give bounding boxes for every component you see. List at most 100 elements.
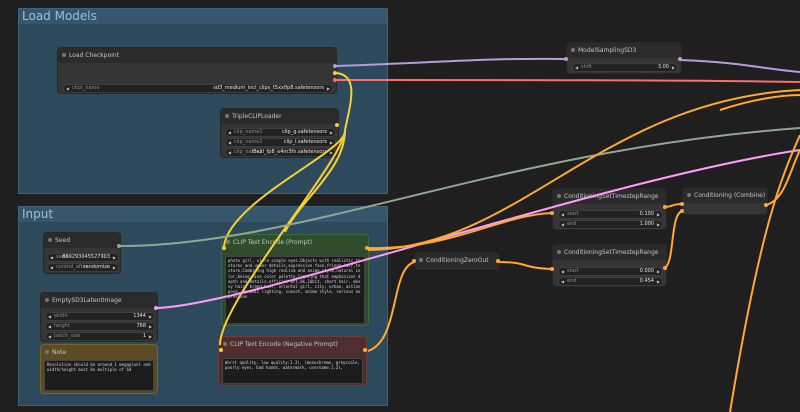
arrow-left-icon[interactable]: ◀ bbox=[561, 269, 565, 274]
input-conditioning-port[interactable] bbox=[412, 259, 416, 263]
width-number-input[interactable]: ◀ width 1344 ▶ bbox=[45, 312, 155, 321]
output-conditioning-port[interactable] bbox=[663, 266, 667, 270]
clip-name1-combo[interactable]: ◀ clip_name1 clip_g.safetensors ▶ bbox=[225, 128, 336, 137]
arrow-right-icon[interactable]: ▶ bbox=[329, 130, 333, 135]
start-number-input[interactable]: ◀ start 0.000 ▶ bbox=[558, 267, 663, 276]
clip-name3-combo[interactable]: ◀ clip_name3 t5xxl_fp8_e4m3fn.safetensor… bbox=[225, 148, 336, 157]
node-title[interactable]: CLIP Text Encode (Prompt) bbox=[222, 235, 368, 250]
output-model-port[interactable] bbox=[678, 57, 682, 61]
arrow-right-icon[interactable]: ▶ bbox=[656, 269, 660, 274]
batch-size-number-input[interactable]: ◀ batch_size 1 ▶ bbox=[45, 332, 155, 341]
output-conditioning-port[interactable] bbox=[764, 203, 768, 207]
collapse-dot-icon[interactable] bbox=[687, 193, 691, 197]
input-model-port[interactable] bbox=[564, 57, 568, 61]
ckpt-name-combo[interactable]: ◀ ckpt_name sd3_medium_incl_clips_t5xxlf… bbox=[63, 84, 333, 93]
group-load-models[interactable]: Load Models bbox=[18, 8, 388, 194]
arrow-right-icon[interactable]: ▶ bbox=[671, 65, 675, 70]
node-title[interactable]: ModelSamplingSD3 bbox=[567, 43, 681, 58]
node-model-sampling-sd3[interactable]: ModelSamplingSD3 ◀ shift 3.00 ▶ bbox=[566, 42, 682, 74]
seed-number-input[interactable]: ◀ seed 869293045527903 ▶ bbox=[47, 253, 119, 262]
collapse-dot-icon[interactable] bbox=[223, 342, 227, 346]
node-title[interactable]: CLIP Text Encode (Negative Prompt) bbox=[219, 337, 366, 352]
output-model-port[interactable] bbox=[333, 64, 337, 68]
arrow-right-icon[interactable]: ▶ bbox=[656, 279, 660, 284]
output-int-port[interactable] bbox=[117, 244, 121, 248]
output-conditioning-port[interactable] bbox=[365, 246, 369, 250]
node-conditioning-set-timestep-range-1[interactable]: ConditioningSetTimestepRange ◀ start 0.1… bbox=[552, 188, 667, 230]
arrow-right-icon[interactable]: ▶ bbox=[326, 86, 330, 91]
arrow-right-icon[interactable]: ▶ bbox=[148, 324, 152, 329]
arrow-right-icon[interactable]: ▶ bbox=[148, 334, 152, 339]
clip-name2-combo[interactable]: ◀ clip_name2 clip_l.safetensors ▶ bbox=[225, 138, 336, 147]
collapse-dot-icon[interactable] bbox=[225, 114, 229, 118]
note-textarea[interactable]: Resolution should be around 1 megapixel … bbox=[44, 360, 154, 391]
collapse-dot-icon[interactable] bbox=[419, 258, 423, 262]
collapse-dot-icon[interactable] bbox=[226, 240, 230, 244]
node-triple-clip-loader[interactable]: TripleCLIPLoader ◀ clip_name1 clip_g.saf… bbox=[220, 108, 339, 158]
arrow-right-icon[interactable]: ▶ bbox=[112, 265, 116, 270]
shift-number-input[interactable]: ◀ shift 3.00 ▶ bbox=[572, 63, 678, 72]
node-conditioning-combine[interactable]: Conditioning (Combine) bbox=[682, 187, 768, 215]
arrow-right-icon[interactable]: ▶ bbox=[656, 212, 660, 217]
arrow-right-icon[interactable]: ▶ bbox=[329, 150, 333, 155]
collapse-dot-icon[interactable] bbox=[557, 194, 561, 198]
arrow-left-icon[interactable]: ◀ bbox=[48, 314, 52, 319]
node-empty-sd3-latent-image[interactable]: EmptySD3LatentImage ◀ width 1344 ▶ ◀ hei… bbox=[40, 292, 158, 342]
arrow-left-icon[interactable]: ◀ bbox=[561, 279, 565, 284]
output-conditioning-port[interactable] bbox=[663, 205, 667, 209]
input-conditioning-1-port[interactable] bbox=[680, 202, 684, 206]
collapse-dot-icon[interactable] bbox=[557, 250, 561, 254]
input-clip-port[interactable] bbox=[222, 246, 226, 250]
node-seed[interactable]: Seed ◀ seed 869293045527903 ▶ ◀ control_… bbox=[43, 232, 121, 274]
collapse-dot-icon[interactable] bbox=[45, 350, 49, 354]
height-number-input[interactable]: ◀ height 768 ▶ bbox=[45, 322, 155, 331]
node-title[interactable]: Seed bbox=[44, 233, 120, 248]
arrow-left-icon[interactable]: ◀ bbox=[50, 255, 54, 260]
control-after-combo[interactable]: ◀ control_after randomize ▶ bbox=[47, 263, 119, 272]
node-note[interactable]: Note Resolution should be around 1 megap… bbox=[40, 344, 158, 394]
end-number-input[interactable]: ◀ end 1.000 ▶ bbox=[558, 220, 663, 229]
output-conditioning-port[interactable] bbox=[496, 259, 500, 263]
node-title[interactable]: TripleCLIPLoader bbox=[221, 109, 338, 124]
arrow-left-icon[interactable]: ◀ bbox=[561, 222, 565, 227]
arrow-right-icon[interactable]: ▶ bbox=[656, 222, 660, 227]
positive-prompt-textarea[interactable]: photo girl, ultra-simple eyes,Objects wi… bbox=[225, 256, 365, 324]
output-latent-port[interactable] bbox=[154, 306, 158, 310]
arrow-left-icon[interactable]: ◀ bbox=[561, 212, 565, 217]
arrow-left-icon[interactable]: ◀ bbox=[575, 65, 579, 70]
node-title[interactable]: Note bbox=[41, 345, 157, 360]
arrow-left-icon[interactable]: ◀ bbox=[228, 140, 232, 145]
collapse-dot-icon[interactable] bbox=[45, 298, 49, 302]
input-conditioning-2-port[interactable] bbox=[680, 209, 684, 213]
arrow-left-icon[interactable]: ◀ bbox=[48, 324, 52, 329]
node-title[interactable]: Load Checkpoint bbox=[58, 48, 336, 63]
node-title[interactable]: ConditioningZeroOut bbox=[415, 253, 499, 268]
arrow-left-icon[interactable]: ◀ bbox=[50, 265, 54, 270]
node-title[interactable]: Conditioning (Combine) bbox=[683, 188, 767, 203]
node-clip-text-encode-prompt[interactable]: CLIP Text Encode (Prompt) photo girl, ul… bbox=[221, 234, 369, 326]
end-number-input[interactable]: ◀ end 0.454 ▶ bbox=[558, 277, 663, 286]
output-clip-port[interactable] bbox=[335, 123, 339, 127]
node-load-checkpoint[interactable]: Load Checkpoint ◀ ckpt_name sd3_medium_i… bbox=[57, 47, 337, 94]
output-conditioning-port[interactable] bbox=[363, 348, 367, 352]
arrow-left-icon[interactable]: ◀ bbox=[228, 150, 232, 155]
collapse-dot-icon[interactable] bbox=[571, 48, 575, 52]
output-clip-port[interactable] bbox=[333, 71, 337, 75]
arrow-left-icon[interactable]: ◀ bbox=[228, 130, 232, 135]
node-title[interactable]: ConditioningSetTimestepRange bbox=[553, 245, 666, 260]
node-conditioning-set-timestep-range-2[interactable]: ConditioningSetTimestepRange ◀ start 0.0… bbox=[552, 244, 667, 287]
arrow-right-icon[interactable]: ▶ bbox=[112, 255, 116, 260]
input-conditioning-port[interactable] bbox=[550, 211, 554, 215]
arrow-right-icon[interactable]: ▶ bbox=[329, 140, 333, 145]
negative-prompt-textarea[interactable]: Worst quality, low quality:1.3), (monoch… bbox=[222, 358, 363, 384]
start-number-input[interactable]: ◀ start 0.100 ▶ bbox=[558, 210, 663, 219]
collapse-dot-icon[interactable] bbox=[48, 238, 52, 242]
node-title[interactable]: ConditioningSetTimestepRange bbox=[553, 189, 666, 204]
arrow-right-icon[interactable]: ▶ bbox=[148, 314, 152, 319]
input-clip-port[interactable] bbox=[219, 348, 223, 352]
node-conditioning-zero-out[interactable]: ConditioningZeroOut bbox=[414, 252, 500, 270]
node-clip-text-encode-negative[interactable]: CLIP Text Encode (Negative Prompt) Worst… bbox=[218, 336, 367, 386]
node-title[interactable]: EmptySD3LatentImage bbox=[41, 293, 157, 308]
arrow-left-icon[interactable]: ◀ bbox=[66, 86, 70, 91]
input-conditioning-port[interactable] bbox=[550, 267, 554, 271]
